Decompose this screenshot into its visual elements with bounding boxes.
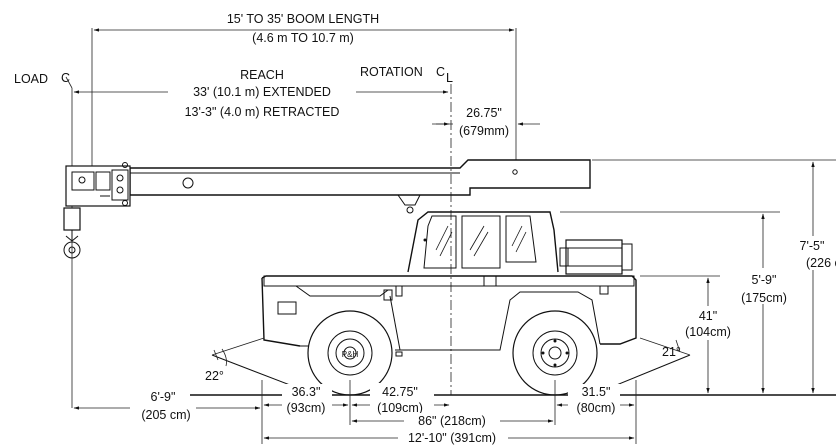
operator-cab — [407, 211, 559, 287]
crane-boom — [63, 159, 591, 259]
height-deck-in: 41" — [699, 309, 717, 323]
front-reach-cm: (205 cm) — [141, 408, 190, 422]
height-dimensions: 7'-5" (226 cm) 5'-9" (175cm) 41" (104cm) — [560, 159, 836, 394]
axle-to-cl-cm: (109cm) — [377, 401, 423, 415]
wheelbase-label: 86" (218cm) — [418, 414, 486, 428]
rotation-cl-c: C — [436, 65, 445, 79]
hub-mark: P&H — [342, 350, 359, 359]
offset-in: 26.75" — [466, 106, 502, 120]
hook-icon — [63, 241, 81, 259]
engine — [559, 239, 633, 275]
boom-length-metric: (4.6 m TO 10.7 m) — [252, 31, 354, 45]
reach-dimension: REACH 33' (10.1 m) EXTENDED 13'-3" (4.0 … — [73, 68, 449, 119]
height-cab-ft: 5'-9" — [752, 273, 777, 287]
front-overhang-cm: (93cm) — [287, 401, 326, 415]
reach-label: REACH — [240, 68, 284, 82]
front-overhang-in: 36.3" — [292, 385, 321, 399]
rotation-offset-dimension: 26.75" (679mm) — [432, 106, 540, 138]
offset-mm: (679mm) — [459, 124, 509, 138]
reach-retracted: 13'-3" (4.0 m) RETRACTED — [185, 105, 340, 119]
rotation-label: ROTATION — [360, 65, 423, 79]
load-centerline: LOAD C — [14, 71, 73, 408]
axle-to-cl-in: 42.75" — [382, 385, 418, 399]
reach-extended: 33' (10.1 m) EXTENDED — [193, 85, 331, 99]
rotation-centerline: ROTATION C L — [360, 65, 453, 395]
front-reach-ft: 6'-9" — [151, 390, 176, 404]
load-cl-c: C — [61, 71, 70, 85]
height-cab-cm: (175cm) — [741, 291, 787, 305]
overall-length-label: 12'-10" (391cm) — [408, 431, 496, 445]
carrier-chassis — [261, 275, 637, 357]
boom-length-label: 15' TO 35' BOOM LENGTH — [227, 12, 379, 26]
boom-pivot-icon — [182, 177, 194, 189]
rear-overhang-cm: (80cm) — [577, 401, 616, 415]
load-cl-label: LOAD — [14, 72, 48, 86]
height-total-cm: (226 cm) — [806, 256, 836, 270]
height-total-ft: 7'-5" — [800, 239, 825, 253]
length-dimensions: 6'-9" (205 cm) 36.3" (93cm) 42.75" (109c… — [73, 380, 637, 445]
height-deck-cm: (104cm) — [685, 325, 731, 339]
boom-length-dimension: 15' TO 35' BOOM LENGTH (4.6 m TO 10.7 m) — [91, 12, 517, 168]
departure-angle-label: 21° — [662, 345, 681, 359]
approach-angle-label: 22° — [205, 369, 224, 383]
rear-overhang-in: 31.5" — [582, 385, 611, 399]
rotation-cl-l: L — [446, 71, 453, 85]
